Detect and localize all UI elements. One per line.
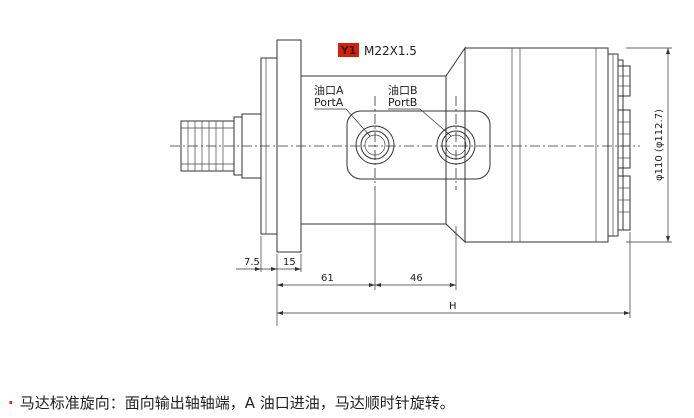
port-labels: 油口A PortA 油口B PortB xyxy=(314,83,452,137)
dim-46: 46 xyxy=(410,273,423,284)
motor-body xyxy=(300,46,624,244)
note-text: 马达标准旋向：面向输出轴轴端，A 油口进油，马达顺时针旋转。 xyxy=(19,394,455,412)
port-a-en-label: PortA xyxy=(314,96,344,109)
dimension-lines xyxy=(236,48,670,315)
dim-61: 61 xyxy=(321,273,334,284)
thread-callout: Y1 M22X1.5 xyxy=(338,43,417,58)
extension-lines xyxy=(260,47,672,326)
dimension-texts: 7.5 15 61 46 H φ110 (φ112.7) xyxy=(244,109,665,312)
callout-badge xyxy=(338,43,359,57)
port-b-en-label: PortB xyxy=(388,96,417,109)
port-b-cn-label: 油口B xyxy=(388,83,418,97)
dim-h: H xyxy=(449,301,457,312)
port-a-cn-label: 油口A xyxy=(314,83,344,97)
center-lines xyxy=(170,96,640,190)
dim-15: 15 xyxy=(283,257,296,268)
callout-badge-label: Y1 xyxy=(340,44,357,57)
callout-thread-label: M22X1.5 xyxy=(364,44,417,58)
dim-diameter: φ110 (φ112.7) xyxy=(654,109,665,181)
note-bullet: · xyxy=(8,394,14,412)
port-plate xyxy=(346,110,491,180)
rotation-note: · 马达标准旋向：面向输出轴轴端，A 油口进油，马达顺时针旋转。 xyxy=(8,392,688,413)
dim-7-5: 7.5 xyxy=(244,257,260,268)
endcap-bolts xyxy=(617,65,631,231)
